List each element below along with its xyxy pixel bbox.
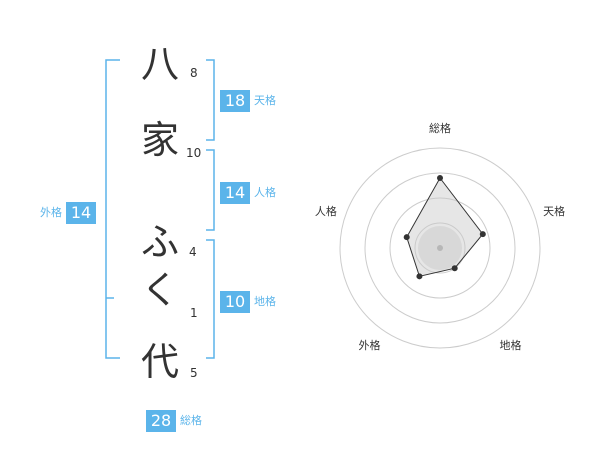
- chikaku-value: 10: [220, 291, 250, 313]
- radar-axis-label-5: 人格: [315, 204, 337, 218]
- soukaku-value: 28: [146, 410, 176, 432]
- jinkaku-bracket: [206, 149, 215, 231]
- name-char-2: 家: [140, 118, 179, 162]
- radar-center-dot: [437, 245, 443, 251]
- tenkaku-value: 18: [220, 90, 250, 112]
- name-char-5: 代: [140, 340, 179, 384]
- radar-ring-2: [389, 197, 491, 299]
- gaikaku-label: 外格: [40, 206, 62, 219]
- name-char-3: ふ: [140, 220, 179, 264]
- tenkaku-label: 天格: [254, 94, 276, 107]
- radar-ring-1: [414, 222, 466, 274]
- chikaku-badge: 10 地格: [220, 291, 276, 313]
- radar-point-1: [437, 175, 443, 181]
- radar-point-3: [451, 265, 458, 272]
- tenkaku-badge: 18 天格: [220, 90, 276, 112]
- radar-point-5: [403, 234, 410, 241]
- soukaku-badge: 28 総格: [146, 410, 202, 432]
- radar-value-polygon: [406, 177, 484, 277]
- stroke-count-2: 10: [186, 146, 202, 160]
- name-char-4: く: [140, 268, 179, 312]
- name-char-1: 八: [140, 42, 179, 86]
- soukaku-label: 総格: [180, 414, 202, 427]
- gaikaku-value: 14: [66, 202, 96, 224]
- chikaku-bracket: [206, 239, 215, 359]
- radar-axis-label-4: 外格: [358, 338, 380, 352]
- radar-ring-4: [339, 147, 541, 349]
- jinkaku-badge: 14 人格: [220, 182, 276, 204]
- stroke-count-4: 1: [190, 306, 198, 320]
- jinkaku-label: 人格: [254, 186, 276, 199]
- radar-point-2: [479, 231, 486, 238]
- jinkaku-value: 14: [220, 182, 250, 204]
- stroke-count-3: 4: [189, 245, 197, 259]
- tenkaku-bracket: [206, 59, 215, 141]
- radar-axis-label-2: 天格: [543, 204, 565, 218]
- gaikaku-badge: 外格 14: [40, 202, 96, 224]
- radar-axis-label-1: 総格: [429, 121, 451, 135]
- chikaku-label: 地格: [254, 295, 276, 308]
- gaikaku-bracket: [105, 59, 120, 359]
- radar-axis-label-3: 地格: [500, 338, 522, 352]
- stroke-count-5: 5: [190, 366, 198, 380]
- radar-point-4: [416, 273, 423, 280]
- radar-ring-3: [364, 172, 516, 324]
- stroke-count-1: 8: [190, 66, 198, 80]
